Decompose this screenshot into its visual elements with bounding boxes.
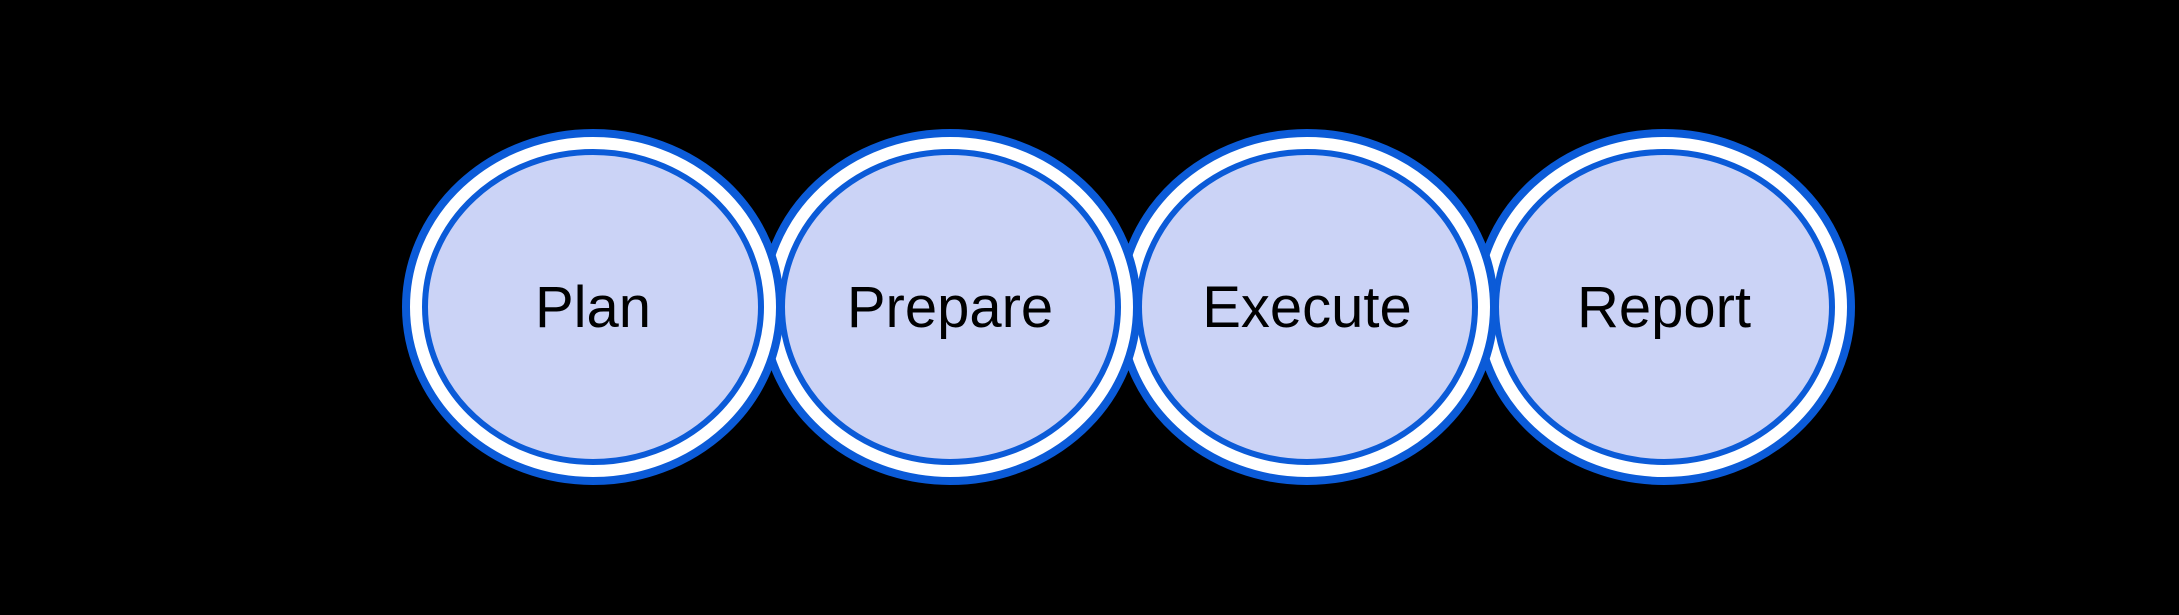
process-node: Execute — [1116, 129, 1498, 485]
node-label: Execute — [1202, 275, 1412, 340]
process-node: Plan — [402, 129, 784, 485]
process-node: Report — [1473, 129, 1855, 485]
process-node: Prepare — [759, 129, 1141, 485]
node-label: Prepare — [847, 275, 1053, 340]
node-label: Report — [1577, 275, 1751, 340]
node-circle — [422, 149, 764, 465]
node-label: Plan — [535, 275, 651, 340]
